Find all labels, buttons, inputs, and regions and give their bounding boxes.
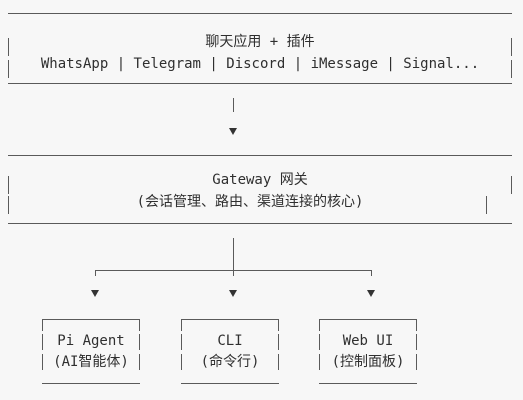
web-ui-box: Web UI (控制面板) xyxy=(319,316,417,386)
web-ui-subtitle: (控制面板) xyxy=(331,354,405,370)
web-ui-title: Web UI xyxy=(342,333,394,349)
chat-apps-box: 聊天应用 + 插件 WhatsApp | Telegram | Discord … xyxy=(8,10,512,86)
connector-top xyxy=(233,98,234,112)
cli-title: CLI xyxy=(217,333,243,349)
gateway-subtitle: (会话管理、路由、渠道连接的核心) xyxy=(136,194,364,210)
pi-agent-subtitle: (AI智能体) xyxy=(53,354,129,370)
gateway-box: Gateway 网关 (会话管理、路由、渠道连接的核心) xyxy=(8,150,512,226)
arrow-down-icon xyxy=(229,290,237,297)
connector-gateway xyxy=(233,238,234,264)
pi-agent-box: Pi Agent (AI智能体) xyxy=(42,316,140,386)
arrow-down-icon xyxy=(91,290,99,297)
chat-apps-title: 聊天应用 + 插件 xyxy=(205,34,315,50)
gateway-title: Gateway 网关 xyxy=(212,172,308,188)
chat-apps-list: WhatsApp | Telegram | Discord | iMessage… xyxy=(40,56,480,72)
pi-agent-title: Pi Agent xyxy=(57,333,125,349)
cli-subtitle: (命令行) xyxy=(200,354,260,370)
arrow-down-icon xyxy=(229,128,237,135)
cli-box: CLI (命令行) xyxy=(181,316,279,386)
arrow-down-icon xyxy=(367,290,375,297)
